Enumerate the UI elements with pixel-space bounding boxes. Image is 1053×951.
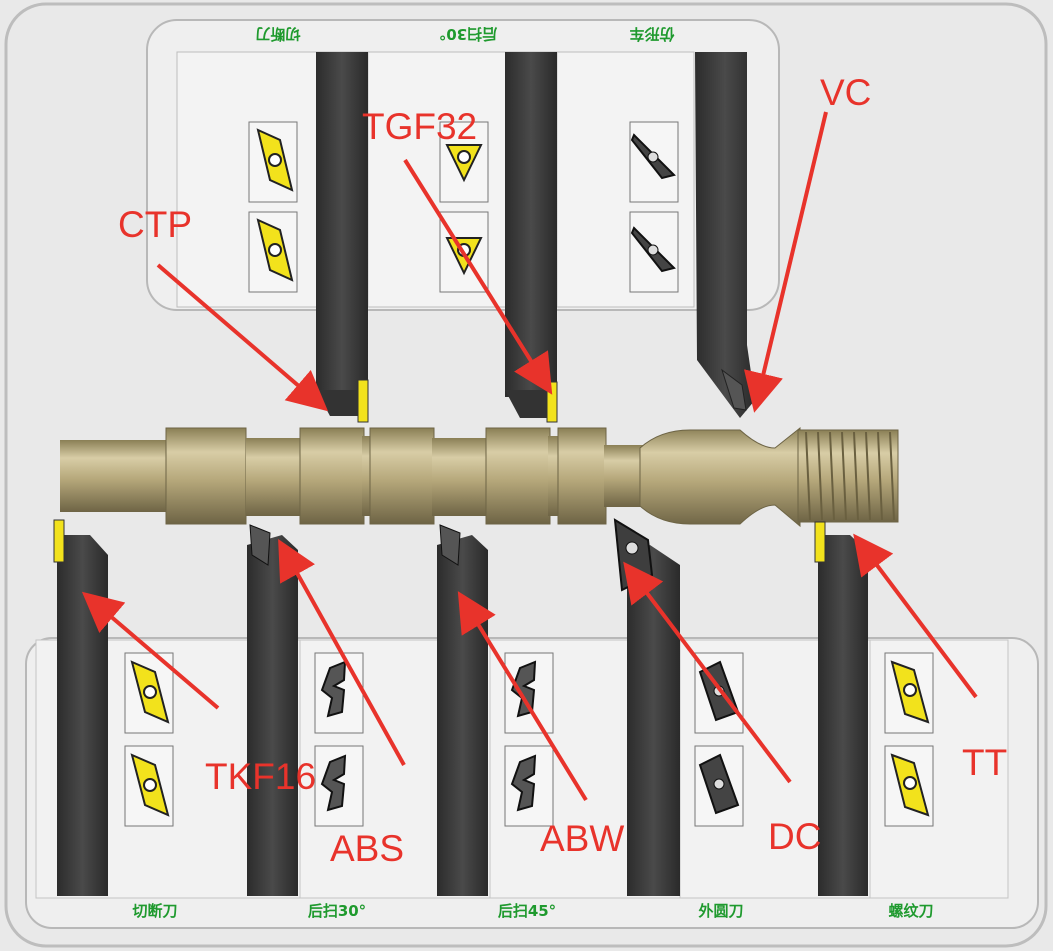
tkf16-inserts (130, 660, 170, 817)
arrow-abw (457, 591, 588, 802)
arrow-tkf16 (81, 591, 220, 710)
bottom-label-back30: 后扫30° (307, 902, 367, 920)
callout-tt: TT (962, 742, 1008, 783)
arrow-dc (623, 561, 792, 784)
arrow-tt (853, 533, 978, 699)
bottom-label-back45: 后扫45° (497, 902, 557, 920)
bottom-holder-tkf16 (53, 519, 108, 896)
arrow-abs (278, 539, 406, 766)
workpiece-shaft (60, 426, 899, 528)
arrow-vc (743, 111, 828, 413)
callout-abw: ABW (540, 818, 625, 859)
callout-abs: ABS (330, 828, 405, 869)
callout-vc: VC (820, 72, 872, 113)
callout-tgf32: TGF32 (362, 106, 478, 147)
top-holder-ctp (316, 52, 369, 423)
bottom-label-threading: 螺纹刀 (888, 902, 934, 920)
bottom-holder-tt (814, 521, 868, 896)
top-holder-tgf32 (505, 52, 558, 423)
bottom-label-od-turning: 外圆刀 (698, 902, 744, 920)
callout-ctp: CTP (118, 204, 192, 245)
bottom-holder-abs (247, 524, 298, 896)
arrow-tgf32 (403, 158, 553, 395)
top-holder-vc (695, 52, 755, 418)
top-label-back30: 后扫30° (438, 25, 498, 43)
top-label-cut-off: 切断刀 (255, 25, 301, 43)
annotation-arrows (81, 111, 978, 802)
abw-inserts (510, 660, 537, 812)
vc-inserts (630, 133, 676, 273)
callout-tkf16: TKF16 (205, 756, 317, 797)
bottom-label-cut-off: 切断刀 (132, 902, 178, 920)
top-label-profile: 仿形车 (629, 25, 675, 43)
ctp-inserts (256, 128, 294, 282)
abs-inserts (320, 660, 347, 812)
arrow-ctp (156, 263, 329, 412)
bottom-holder-abw (437, 524, 488, 896)
callout-dc: DC (768, 816, 822, 857)
tt-inserts (890, 660, 930, 817)
